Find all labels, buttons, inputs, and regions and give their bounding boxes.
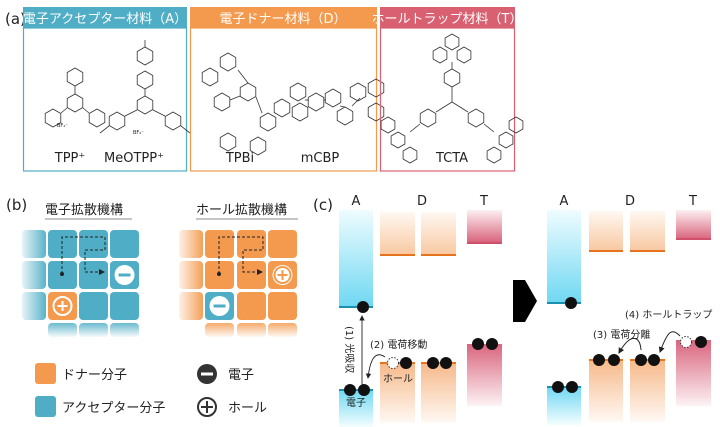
hole-plus-icon: [197, 397, 217, 417]
mcbp-molecule-structure: [289, 78, 385, 126]
column-label-a: A: [352, 194, 361, 209]
acceptor-title: 電子アクセプター材料（A）: [23, 12, 187, 27]
legend-hole-label: ホール: [228, 401, 267, 416]
column-label-d: D: [417, 194, 427, 209]
step2-charge-transfer-label: (2) 電荷移動: [370, 338, 427, 351]
hole-trap-material-box: ホールトラップ材料（T） TCTA: [372, 7, 524, 172]
electron-minus-icon: [197, 364, 217, 384]
molecule-name-mcbp: mCBP: [301, 151, 340, 166]
grid-tile: [110, 292, 139, 320]
meotpp-molecule-structure: [99, 40, 191, 134]
counter-ion-label: BF₄⁻: [133, 130, 144, 136]
legend-acceptor-label: アクセプター分子: [62, 401, 165, 416]
electron-label: 電子: [346, 397, 366, 409]
hole-diffusion-title: ホール拡散機構: [196, 203, 287, 218]
tpp-molecule-structure: [44, 67, 106, 128]
grid-tile: [79, 292, 108, 320]
energy-diagram-after: A D T (3) 電荷分離 (4) ホールトラップ: [547, 194, 712, 425]
step1-light-absorption-label: (1) 光吸収: [343, 326, 356, 373]
legend-donor-label: ドナー分子: [62, 368, 127, 383]
grid-tile: [268, 292, 297, 320]
energy-diagram-before: A D T (1) 光吸収 (2) 電荷移動 ホール 電子: [339, 194, 502, 427]
diffusion-path-arrow: [218, 236, 264, 275]
grid-tile: [79, 261, 108, 289]
electron-minus-icon: [114, 265, 135, 285]
column-label-d: D: [625, 194, 635, 209]
diffusion-path-arrow: [61, 236, 106, 275]
step3-charge-separation-label: (3) 電荷分離: [593, 328, 650, 341]
legend-donor-swatch: [35, 363, 56, 384]
molecule-name-meotpp: MeOTPP⁺: [104, 151, 164, 166]
step4-hole-trap-label: (4) ホールトラップ: [625, 309, 712, 321]
hole-label: ホール: [383, 373, 413, 385]
grid-tile: [237, 230, 266, 258]
molecule-name-tcta: TCTA: [435, 151, 468, 166]
legend-electron-label: 電子: [228, 368, 254, 383]
panel-c-label: (c): [313, 196, 333, 214]
tcta-molecule-structure: [380, 33, 524, 164]
donor-material-box: 電子ドナー材料（D） TPBi mCBP: [189, 7, 385, 172]
counter-ion-label: BF₄⁻: [57, 123, 68, 129]
molecule-name-tpbi: TPBi: [225, 151, 254, 166]
hole-plus-icon: [272, 265, 293, 285]
molecule-name-tpp: TPP⁺: [54, 151, 85, 166]
hole-diffusion-grid: [175, 226, 305, 340]
electron-diffusion-grid: [18, 226, 148, 340]
column-label-a: A: [560, 194, 569, 209]
electron-diffusion-title: 電子拡散機構: [45, 203, 123, 218]
grid-tile: [237, 292, 266, 320]
donor-title: 電子ドナー材料（D）: [219, 12, 346, 27]
panel-a-label: (a): [5, 10, 26, 28]
grid-tile: [79, 230, 108, 258]
column-label-t: T: [479, 194, 488, 209]
right-arrow-icon: [513, 280, 537, 322]
trap-title: ホールトラップ材料（T）: [372, 12, 523, 27]
grid-tile: [237, 261, 266, 289]
legend-acceptor-swatch: [35, 396, 56, 417]
column-label-t: T: [688, 194, 697, 209]
acceptor-material-box: 電子アクセプター材料（A） BF₄⁻ BF₄⁻ TPP⁺ MeOTPP⁺: [23, 7, 191, 172]
grid-tile: [268, 230, 297, 258]
hole-plus-icon: [52, 296, 73, 316]
legend: ドナー分子 アクセプター分子 電子 ホール: [35, 363, 267, 417]
panel-b-label: (b): [6, 196, 27, 214]
tpbi-molecule-structure: [201, 52, 291, 156]
electron-minus-icon: [209, 296, 230, 316]
grid-tile: [110, 230, 139, 258]
